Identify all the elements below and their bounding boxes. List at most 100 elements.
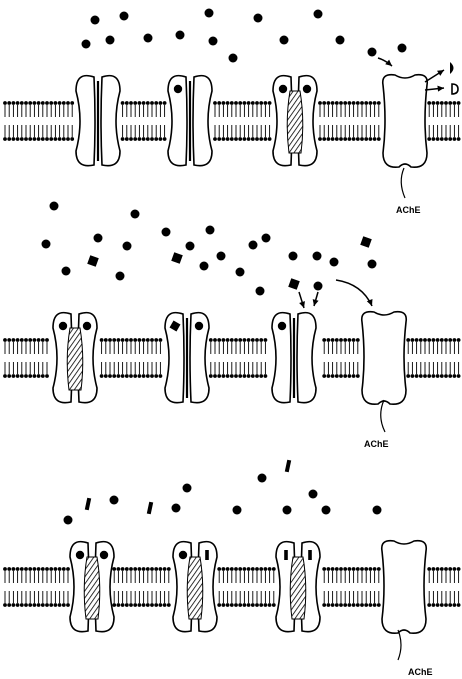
receptor-channel [273,76,317,166]
ache-label-top: AChE [396,205,421,215]
ache-label-bottom: AChE [408,667,433,677]
bound-acetylcholine [100,551,108,559]
open-pore [84,557,100,619]
acetylcholine-molecule [249,241,258,250]
bound-acetylcholine [179,551,187,559]
acetylcholine-molecule [254,14,263,23]
acetylcholine-molecule [209,37,218,46]
acetylcholine-molecule [280,36,289,45]
acetylcholine-molecule [336,36,345,45]
acetylcholine-molecule [205,9,214,18]
acetylcholine-molecule [368,48,377,57]
acetylcholine-molecule [144,34,153,43]
agonist-molecule [285,460,291,473]
receptor-subunit [297,313,316,403]
receptor-channel [168,76,212,166]
receptor-subunit [76,76,95,166]
bound-acetylcholine [83,322,91,330]
panel-bottom [3,460,460,660]
acetylcholine-molecule [42,240,51,249]
receptor-channel [165,313,209,403]
acetylcholine-molecule [309,490,318,499]
acetylcholine-molecule [123,242,132,251]
choline-fragment [450,62,454,74]
receptor-subunit [193,76,212,166]
acetylcholine-molecule [116,272,125,281]
acetylcholine-molecule [200,262,209,271]
acetylcholine-molecule [313,252,322,261]
ache-enzyme [362,312,407,405]
antagonist-molecule [171,252,183,264]
acetylcholine-molecule [314,282,323,291]
bound-agonist [308,550,312,560]
acetylcholine-molecule [50,202,59,211]
receptor-channel [173,542,217,632]
ache-enzyme [383,75,428,168]
acetylcholine-molecule [131,210,140,219]
ache-enzyme [382,541,427,634]
acetylcholine-molecule [94,234,103,243]
acetylcholine-molecule [91,16,100,25]
ache-label-middle: AChE [364,439,389,449]
enzyme-pointer [381,400,385,432]
receptor-channel [70,542,114,632]
diffusion-arrow [336,280,372,306]
acetylcholine-molecule [258,474,267,483]
acetylcholine-molecule [217,252,226,261]
receptor-channel [272,313,316,403]
bound-acetylcholine [59,322,67,330]
acetylcholine-molecule [229,54,238,63]
acetylcholine-molecule [183,484,192,493]
acetylcholine-molecule [62,267,71,276]
enzyme-pointer [401,168,405,198]
bound-acetylcholine [279,85,287,93]
open-pore [287,91,303,153]
antagonist-molecule [87,255,99,267]
open-pore [290,557,306,619]
acetylcholine-molecule [233,506,242,515]
acetylcholine-molecule [289,252,298,261]
bound-acetylcholine [76,551,84,559]
acetylcholine-molecule [262,234,271,243]
receptor-subunit [101,76,120,166]
bound-acetylcholine [195,322,203,330]
acetylcholine-molecule [322,506,331,515]
acetylcholine-molecule [172,504,181,513]
receptor-channel [76,76,120,166]
acetylcholine-molecule [206,226,215,235]
acetylcholine-molecule [120,12,129,21]
acetylcholine-molecule [176,31,185,40]
receptor-channel [53,313,97,403]
acetylcholine-molecule [398,44,407,53]
bound-acetylcholine [303,85,311,93]
open-pore [187,557,203,619]
acetylcholine-molecule [256,287,265,296]
acetylcholine-molecule [162,228,171,237]
open-pore [67,328,83,390]
acetylcholine-molecule [82,40,91,49]
agonist-molecule [85,498,91,511]
bound-agonist [284,550,288,560]
antagonist-molecule [360,236,372,248]
bound-acetylcholine [278,322,286,330]
acetylcholine-molecule [330,258,339,267]
acetylcholine-molecule [64,516,73,525]
bound-agonist [205,550,209,560]
acetylcholine-molecule [236,268,245,277]
panel-middle [3,202,460,433]
acetate-fragment [452,84,458,94]
receptor-channel [276,542,320,632]
agonist-molecule [147,502,153,515]
antagonist-molecule [288,278,300,290]
acetylcholine-molecule [106,36,115,45]
arrowhead [299,301,305,308]
bound-acetylcholine [174,85,182,93]
enzyme-pointer [398,630,401,660]
acetylcholine-molecule [368,260,377,269]
acetylcholine-molecule [314,10,323,19]
arrowhead [385,60,392,66]
acetylcholine-molecule [186,242,195,251]
acetylcholine-molecule [373,506,382,515]
acetylcholine-molecule [110,496,119,505]
